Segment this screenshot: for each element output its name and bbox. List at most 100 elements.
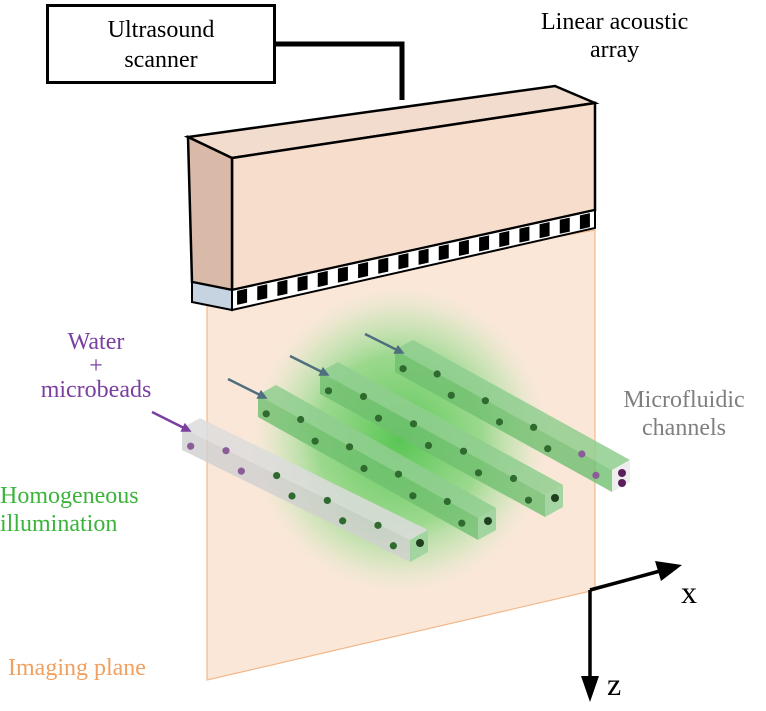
microbead	[288, 492, 296, 500]
microbead	[530, 423, 538, 431]
x-axis-line	[589, 569, 661, 592]
flow-arrow	[227, 377, 265, 399]
microfluidic-channel	[289, 354, 563, 517]
microbead	[360, 464, 368, 473]
imaging-plane-label: Imaging plane	[8, 655, 146, 681]
microbead	[339, 517, 347, 525]
illumination-label: Homogeneous illumination	[0, 482, 139, 538]
flow-arrow	[289, 354, 327, 376]
channels-label: Microfluidic channels	[607, 386, 761, 442]
microbead	[273, 471, 281, 480]
microbead	[592, 471, 600, 479]
x-axis-label: x	[681, 574, 697, 610]
microbead	[416, 539, 424, 547]
array-element	[378, 257, 389, 274]
microbead	[459, 447, 468, 455]
ultrasound-scanner-box: Ultrasound scanner	[46, 4, 276, 84]
microbead	[222, 447, 230, 455]
flow-arrow	[364, 332, 402, 354]
microbead	[389, 542, 397, 550]
array-strip-side	[191, 280, 233, 312]
illumination-label-line2: illumination	[0, 511, 118, 537]
microbead	[443, 497, 451, 506]
flow-arrowhead	[256, 389, 268, 399]
microbead	[524, 496, 533, 504]
microbead	[374, 521, 382, 529]
microbead	[323, 496, 331, 505]
microbead	[311, 437, 319, 445]
microbead	[409, 420, 418, 428]
microbead	[484, 517, 492, 525]
microbead	[374, 414, 383, 422]
scanner-label-line1: Ultrasound	[107, 17, 215, 43]
water-label-line3: microbeads	[40, 377, 152, 403]
array-element	[297, 275, 308, 292]
array-element	[358, 262, 369, 279]
array-element	[458, 239, 469, 256]
array-element	[317, 270, 328, 288]
water-label: Water + microbeads	[26, 328, 166, 404]
microbead	[618, 469, 626, 477]
microbead	[481, 397, 489, 405]
array-label: Linear acoustic array	[541, 8, 688, 64]
array-element	[479, 235, 490, 252]
array-element	[519, 226, 530, 243]
microbead	[474, 469, 483, 477]
scanner-cable	[276, 41, 405, 100]
array-element	[237, 288, 248, 305]
array-element	[398, 253, 409, 270]
microbead	[324, 387, 333, 395]
axes	[588, 569, 661, 680]
microbead	[509, 474, 518, 483]
flow-arrowhead	[180, 422, 192, 432]
microbead	[187, 442, 195, 450]
linear-acoustic-array	[183, 84, 600, 312]
microbead	[262, 410, 270, 418]
illumination-label-line1: Homogeneous	[0, 483, 139, 509]
microbead	[394, 470, 403, 478]
array-element	[257, 284, 268, 301]
microfluidic-channel	[227, 377, 496, 540]
array-element	[579, 213, 590, 230]
flow-arrow	[151, 410, 189, 432]
microbead	[359, 392, 368, 401]
water-label-line2: +	[89, 353, 103, 379]
microbead	[237, 467, 245, 475]
array-element	[499, 230, 510, 248]
microbead	[578, 450, 586, 458]
z-axis-label: z	[607, 666, 622, 702]
z-axis-arrowhead	[581, 676, 599, 702]
array-label-line1: Linear acoustic	[541, 9, 689, 35]
flow-arrowhead	[393, 344, 405, 354]
array-element	[277, 279, 288, 296]
microbead	[618, 479, 626, 487]
array-element	[539, 222, 550, 239]
scanner-label-line2: scanner	[124, 47, 198, 73]
array-element	[337, 266, 348, 283]
microbead	[399, 365, 407, 373]
scanner-label: Ultrasound scanner	[49, 15, 273, 75]
array-label-line2: array	[589, 37, 640, 63]
microbead	[551, 494, 559, 502]
array-element	[418, 248, 429, 265]
microbead	[409, 492, 417, 500]
array-element	[438, 244, 449, 261]
channels-label-line2: channels	[642, 415, 726, 441]
microfluidic-channel	[151, 410, 428, 562]
array-side-face	[186, 134, 234, 292]
microbead	[433, 370, 441, 378]
microbead	[458, 519, 466, 527]
channels-label-line1: Microfluidic	[623, 387, 745, 413]
microbead	[447, 391, 455, 399]
microbead	[424, 441, 433, 450]
microbead	[297, 415, 305, 424]
microfluidic-channel	[364, 332, 630, 492]
array-element	[559, 217, 570, 234]
microbead	[544, 445, 552, 453]
x-axis-arrowhead	[655, 561, 682, 581]
flow-arrowhead	[318, 366, 330, 376]
water-label-line1: Water	[67, 329, 125, 355]
microbead	[345, 443, 354, 451]
